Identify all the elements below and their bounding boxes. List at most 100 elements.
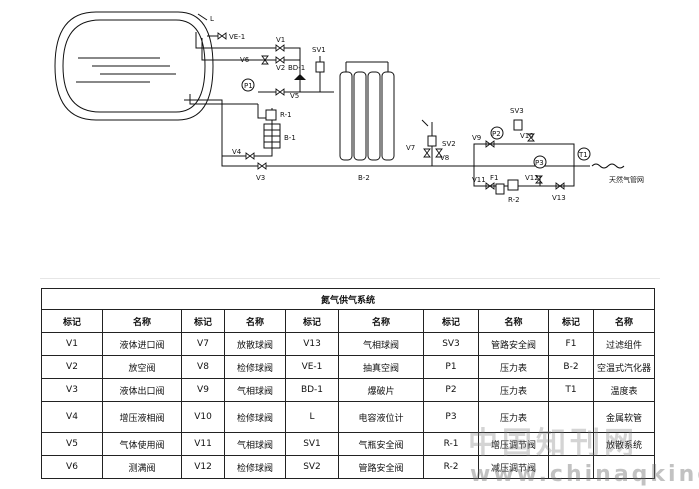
page-separator bbox=[40, 278, 660, 279]
table-cell: 压力表 bbox=[478, 355, 549, 379]
table-cell: 压力表 bbox=[478, 378, 549, 402]
table-cell: 检修球阀 bbox=[224, 401, 286, 433]
pressure-gauge-P1-icon bbox=[241, 78, 255, 92]
table-cell: 气相球阀 bbox=[224, 432, 286, 456]
valve-symbols bbox=[217, 32, 565, 190]
header-name: 名称 bbox=[338, 309, 424, 333]
header-name: 名称 bbox=[224, 309, 286, 333]
header-name: 名称 bbox=[102, 309, 182, 333]
table-cell: 温度表 bbox=[592, 378, 656, 402]
table-cell: 气相球阀 bbox=[338, 332, 424, 356]
table-cell bbox=[592, 455, 656, 479]
table-cell: 液体进口阀 bbox=[102, 332, 182, 356]
table-cell: B-2 bbox=[548, 355, 594, 379]
table-cell: V10 bbox=[181, 401, 225, 433]
label-V13: V13 bbox=[552, 194, 566, 202]
watermark-url: www.chinaqking.com bbox=[470, 462, 699, 487]
label-R1: R-1 bbox=[280, 111, 292, 119]
label-P3: P3 bbox=[535, 159, 544, 167]
table-cell: P3 bbox=[423, 401, 479, 433]
table-cell: V3 bbox=[41, 378, 103, 402]
label-SV3: SV3 bbox=[510, 107, 524, 115]
process-flow-diagram: L SV1 BD-1 P1 bbox=[54, 11, 644, 204]
label-V6: V6 bbox=[240, 56, 250, 64]
table-cell: 爆破片 bbox=[338, 378, 424, 402]
table-cell: SV3 bbox=[423, 332, 479, 356]
label-V10: V10 bbox=[520, 132, 534, 140]
label-SV2: SV2 bbox=[442, 140, 456, 148]
label-outlet: 天然气管网 bbox=[609, 175, 644, 184]
table-cell: 电容液位计 bbox=[338, 401, 424, 433]
table-cell: 检修球阀 bbox=[224, 455, 286, 479]
table-header-row: 标记 名称 标记 名称 标记 名称 标记 名称 标记 名称 bbox=[41, 309, 656, 333]
label-VE1: VE-1 bbox=[229, 33, 245, 41]
header-name: 名称 bbox=[592, 309, 656, 333]
table-cell: VE-1 bbox=[285, 355, 339, 379]
label-T1: T1 bbox=[578, 151, 588, 159]
label-V3: V3 bbox=[256, 174, 265, 182]
table-cell: V4 bbox=[41, 401, 103, 433]
table-title: 氮气供气系统 bbox=[40, 288, 656, 310]
watermark-chinese: 中国知刊网 bbox=[468, 426, 638, 461]
label-P2: P2 bbox=[492, 130, 501, 138]
table-cell: F1 bbox=[548, 332, 594, 356]
table-cell: T1 bbox=[548, 378, 594, 402]
table-cell: P2 bbox=[423, 378, 479, 402]
table-cell: V11 bbox=[181, 432, 225, 456]
legend-table: 氮气供气系统 标记 名称 标记 名称 标记 名称 标记 名称 标记 名称 V1 … bbox=[40, 288, 656, 479]
table-cell: V8 bbox=[181, 355, 225, 379]
vaporizer-B2 bbox=[339, 61, 395, 161]
table-cell: R-2 bbox=[423, 455, 479, 479]
label-B2: B-2 bbox=[358, 174, 370, 182]
label-V9: V9 bbox=[472, 134, 481, 142]
table-cell: 气体使用阀 bbox=[102, 432, 182, 456]
table-row: V3 液体出口阀 V9 气相球阀 BD-1 爆破片 P2 压力表 T1 温度表 bbox=[41, 378, 656, 402]
header-mark: 标记 bbox=[41, 309, 103, 333]
table-cell: SV1 bbox=[285, 432, 339, 456]
table-cell: 气瓶安全阀 bbox=[338, 432, 424, 456]
table-cell: V6 bbox=[41, 455, 103, 479]
table-row: V5 气体使用阀 V11 气相球阀 SV1 气瓶安全阀 R-1 增压调节阀 放散… bbox=[41, 432, 656, 456]
table-row: V1 液体进口阀 V7 放散球阀 V13 气相球阀 SV3 管路安全阀 F1 过… bbox=[41, 332, 656, 356]
table-cell: 管路安全阀 bbox=[478, 332, 549, 356]
label-P1: P1 bbox=[244, 82, 253, 90]
label-L: L bbox=[210, 15, 214, 23]
table-cell: 过滤组件 bbox=[592, 332, 656, 356]
table-cell: 增压液相阀 bbox=[102, 401, 182, 433]
table-cell: 减压调节阀 bbox=[478, 455, 549, 479]
booster-coil-B1 bbox=[263, 123, 281, 149]
table-cell: 检修球阀 bbox=[224, 355, 286, 379]
table-cell: 测满阀 bbox=[102, 455, 182, 479]
table-cell: 放散系统 bbox=[592, 432, 656, 456]
header-name: 名称 bbox=[478, 309, 549, 333]
storage-tank bbox=[54, 11, 214, 121]
table-cell: V1 bbox=[41, 332, 103, 356]
label-R2: R-2 bbox=[508, 196, 520, 204]
table-cell: SV2 bbox=[285, 455, 339, 479]
label-SV1: SV1 bbox=[312, 46, 326, 54]
table-cell: P1 bbox=[423, 355, 479, 379]
table-row: V2 放空阀 V8 检修球阀 VE-1 抽真空阀 P1 压力表 B-2 空温式汽… bbox=[41, 355, 656, 379]
metal-hose-icon bbox=[591, 163, 625, 169]
table-row: V6 测满阀 V12 检修球阀 SV2 管路安全阀 R-2 减压调节阀 bbox=[41, 455, 656, 479]
table-cell: V7 bbox=[181, 332, 225, 356]
label-F1: F1 bbox=[490, 174, 498, 182]
label-V12: V12 bbox=[525, 174, 539, 182]
label-V5: V5 bbox=[290, 92, 299, 100]
table-cell bbox=[548, 432, 594, 456]
label-BD1: BD-1 bbox=[288, 64, 305, 72]
header-mark: 标记 bbox=[423, 309, 479, 333]
table-cell: 管路安全阀 bbox=[338, 455, 424, 479]
table-cell: V12 bbox=[181, 455, 225, 479]
table-cell: 金属软管 bbox=[592, 401, 656, 433]
table-cell: 空温式汽化器 bbox=[592, 355, 656, 379]
table-cell: 放散球阀 bbox=[224, 332, 286, 356]
table-cell: 放空阀 bbox=[102, 355, 182, 379]
header-mark: 标记 bbox=[548, 309, 594, 333]
label-V7: V7 bbox=[406, 144, 415, 152]
table-cell: 气相球阀 bbox=[224, 378, 286, 402]
table-cell: V13 bbox=[285, 332, 339, 356]
legend-table-container: 氮气供气系统 标记 名称 标记 名称 标记 名称 标记 名称 标记 名称 V1 … bbox=[40, 288, 656, 479]
table-cell: V5 bbox=[41, 432, 103, 456]
label-V4: V4 bbox=[232, 148, 242, 156]
